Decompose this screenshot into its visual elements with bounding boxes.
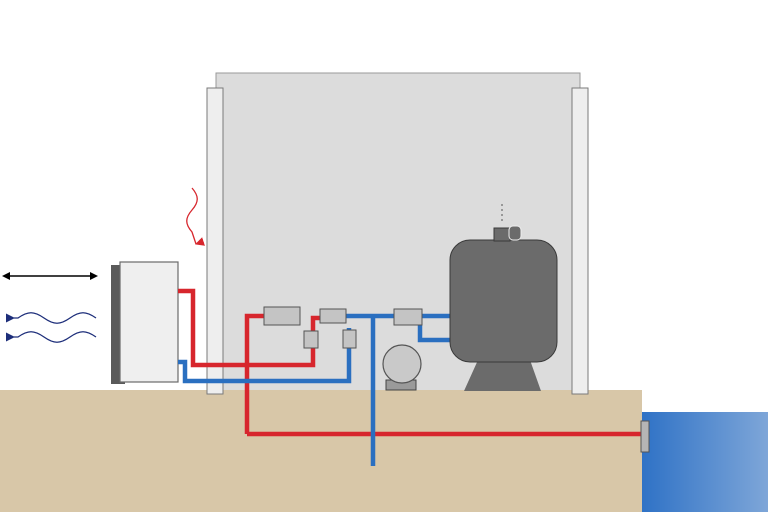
check-valve	[303, 330, 319, 349]
hot-water-pipe	[178, 288, 641, 437]
left-wall	[206, 87, 224, 395]
right-wall	[571, 87, 589, 395]
pool-inlet-nozzle	[640, 420, 650, 453]
filter-valve	[263, 306, 301, 326]
mixing-valve	[319, 308, 347, 324]
pressure-gauge	[508, 225, 522, 241]
sand-filter-icon	[449, 204, 558, 391]
pool-water	[642, 412, 768, 512]
pump-icon	[382, 344, 422, 391]
wavy-arrow-icon	[5, 312, 97, 324]
bypass-valve	[342, 329, 357, 349]
cold-water-pipe	[178, 313, 451, 466]
filter-top-fitting	[493, 227, 511, 242]
heat-pump-icon	[111, 261, 179, 384]
filter-stand	[464, 360, 541, 391]
ground	[0, 390, 642, 512]
heat-pump-body	[119, 261, 179, 383]
filter-tank-body	[449, 239, 558, 363]
pump-outlet-valve	[393, 308, 423, 326]
wavy-arrow-icon	[186, 187, 206, 246]
wavy-arrow-icon	[5, 331, 97, 343]
